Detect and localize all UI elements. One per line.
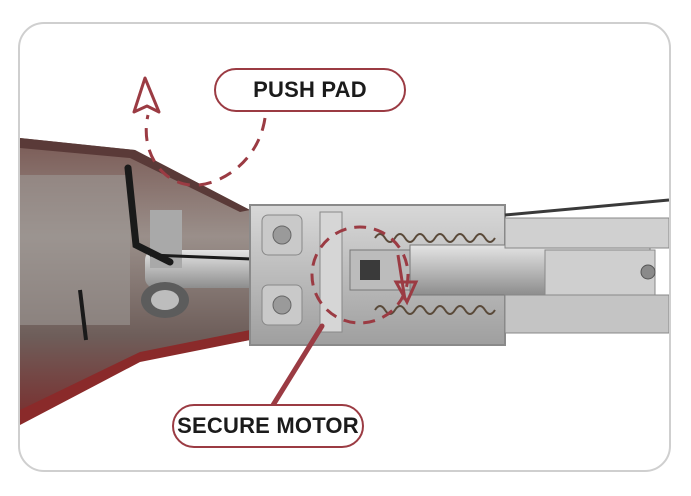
rail-housing bbox=[20, 138, 250, 425]
motor-carriage bbox=[409, 198, 669, 334]
push-direction-arc bbox=[144, 114, 267, 187]
arrow-up-icon bbox=[132, 76, 161, 114]
push-pad-label: PUSH PAD bbox=[214, 68, 406, 112]
motor-bracket bbox=[249, 204, 506, 346]
highlight-circle bbox=[310, 225, 410, 325]
springs bbox=[374, 233, 496, 315]
secure-motor-pointer bbox=[267, 323, 325, 413]
arrow-down-icon bbox=[393, 280, 419, 306]
secure-motor-label: SECURE MOTOR bbox=[172, 404, 364, 448]
